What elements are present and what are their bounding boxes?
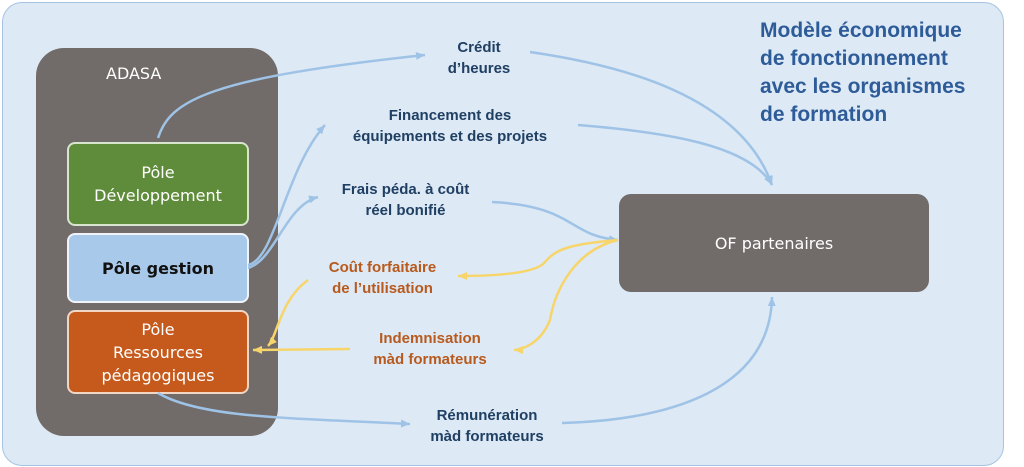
pole-developpement-box: Pôle Développement bbox=[67, 142, 249, 226]
remuneration-arrow-right bbox=[561, 296, 776, 425]
cout-arrow-right bbox=[457, 238, 619, 280]
financement-arrow-right bbox=[577, 123, 774, 186]
remuneration-arrow-left bbox=[157, 391, 411, 428]
adasa-label: ADASA bbox=[106, 64, 162, 83]
model-title: Modèle économique de fonctionnement avec… bbox=[760, 19, 966, 126]
pole-ressources-box: Pôle Ressources pédagogiques bbox=[67, 310, 249, 394]
financement-label: Financement des équipements et des proje… bbox=[352, 107, 548, 145]
indemnisation-arrow-left bbox=[252, 345, 351, 354]
credit-label: Crédit d’heures bbox=[447, 39, 511, 77]
indemnisation-label: Indemnisation màd formateurs bbox=[373, 330, 487, 368]
pole-developpement-label: Pôle Développement bbox=[94, 163, 222, 205]
of-partenaires-box: OF partenaires bbox=[619, 194, 929, 292]
frais-label: Frais péda. à coût réel bonifié bbox=[341, 181, 470, 219]
pole-ressources-label: Pôle Ressources pédagogiques bbox=[101, 319, 215, 385]
cout-arrow-left bbox=[267, 278, 309, 347]
frais-arrow-right bbox=[491, 200, 619, 244]
frais-arrow-left bbox=[247, 195, 319, 270]
credit-arrow-left bbox=[156, 51, 426, 139]
cout-label: Coût forfaitaire de l’utilisation bbox=[328, 259, 437, 297]
of-partenaires-label: OF partenaires bbox=[714, 233, 834, 253]
financement-arrow-left bbox=[247, 124, 326, 267]
indemnisation-arrow-right bbox=[513, 238, 619, 354]
pole-gestion-label: Pôle gestion bbox=[102, 258, 214, 278]
pole-gestion-box: Pôle gestion bbox=[67, 233, 249, 303]
remuneration-label: Rémunération màd formateurs bbox=[430, 407, 544, 445]
credit-arrow-right bbox=[529, 50, 774, 186]
